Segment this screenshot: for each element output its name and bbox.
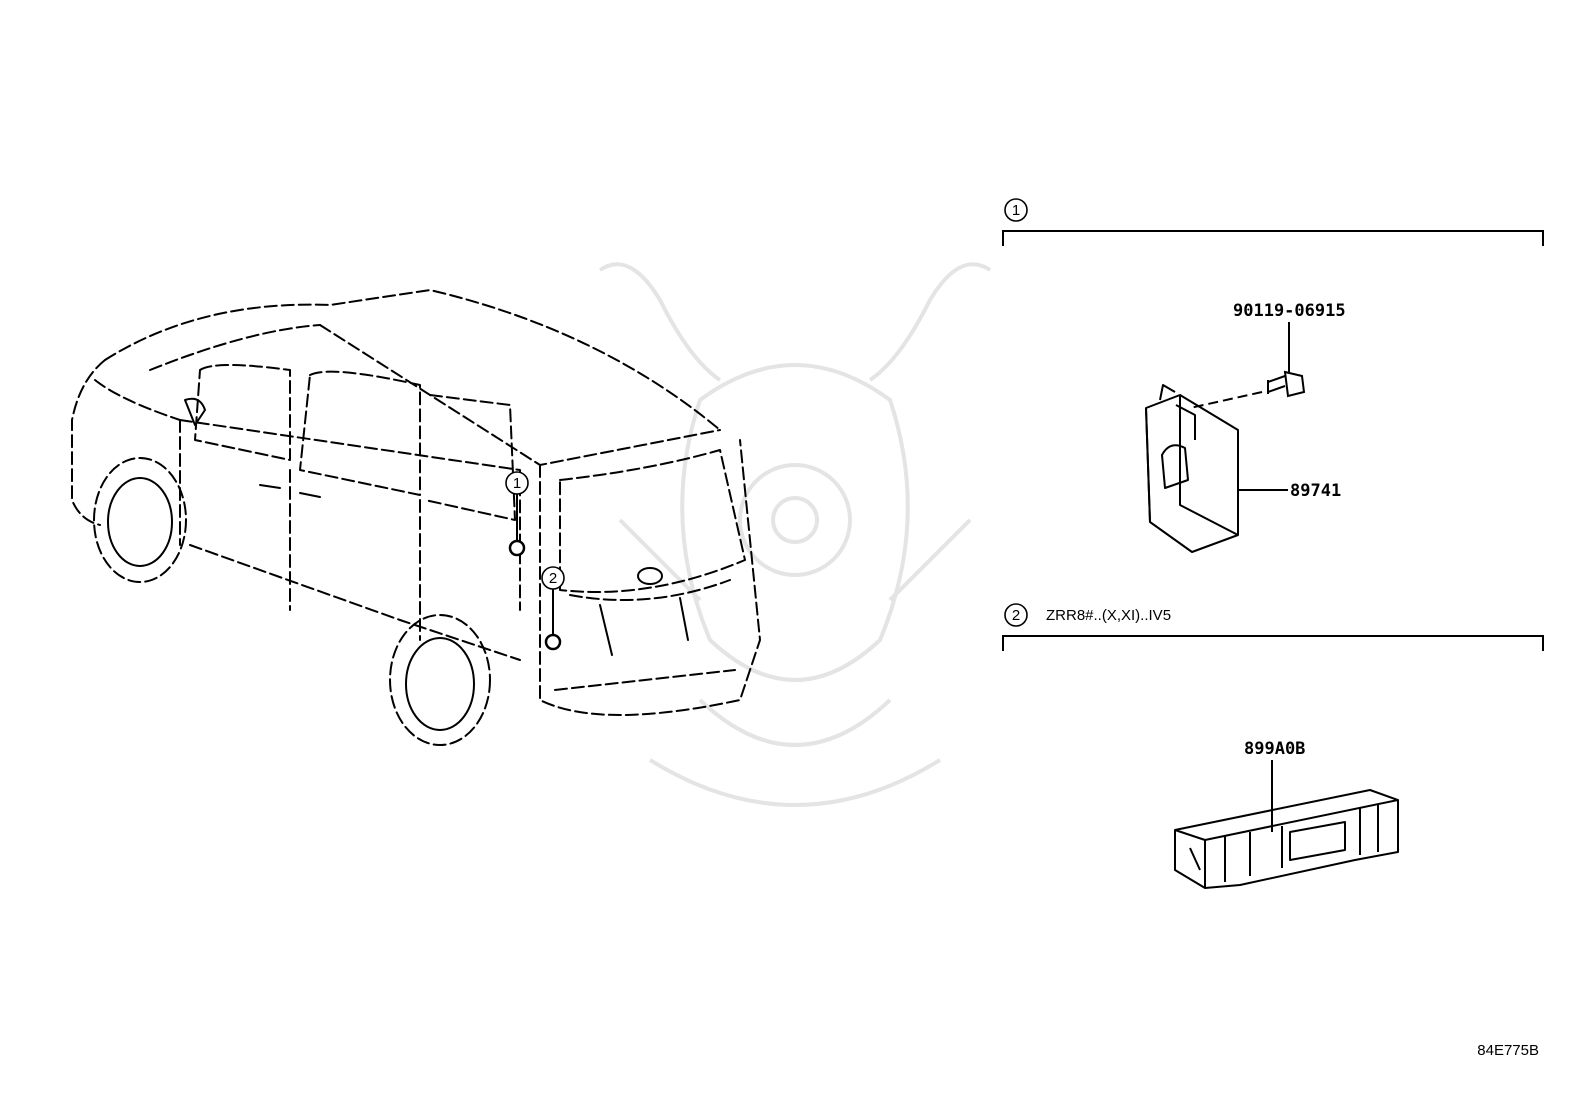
group-1-header: 1: [1002, 198, 1544, 246]
group-2-condition: ZRR8#..(X,XI)..IV5: [1046, 607, 1171, 624]
callout-2-number: 2: [549, 570, 557, 587]
part-number-899A0B: 899A0B: [1244, 739, 1305, 759]
callout-1-number: 1: [513, 475, 521, 492]
sensor-bracket-icon: 899A0B: [1174, 739, 1399, 889]
callout-1-marker: 1: [505, 471, 529, 557]
control-module-icon: 89741: [1145, 384, 1341, 553]
part-number-89741: 89741: [1290, 481, 1341, 501]
callout-2-marker: 2: [541, 566, 565, 651]
bolt-icon: 90119-06915: [1233, 301, 1346, 398]
watermark-logo: [598, 262, 992, 807]
group-2-number: 2: [1012, 607, 1020, 624]
group-2-header: 2 ZRR8#..(X,XI)..IV5: [1002, 603, 1544, 651]
group-1-number: 1: [1012, 202, 1020, 219]
part-number-90119-06915: 90119-06915: [1233, 301, 1346, 321]
drawing-code: 84E775B: [1477, 1042, 1539, 1059]
vehicle-illustration: [71, 289, 761, 746]
